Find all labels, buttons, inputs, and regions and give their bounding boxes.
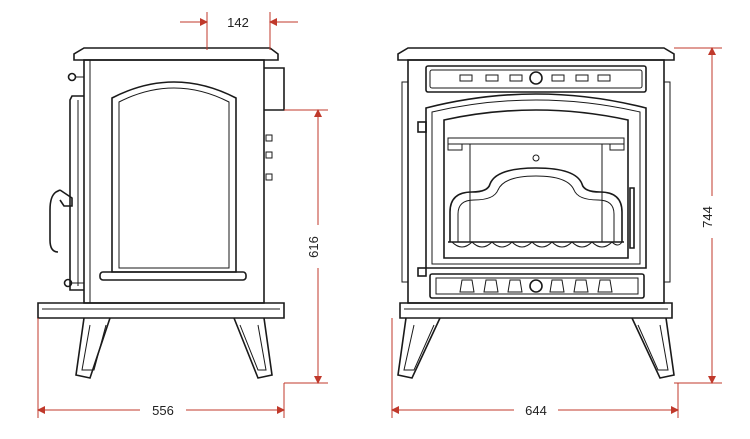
side-door-edge: [69, 95, 84, 291]
side-top-lid: [73, 47, 279, 61]
front-body: [407, 59, 665, 304]
front-door-handle: [629, 187, 635, 249]
front-glass: [443, 109, 629, 259]
dim-side-width-label: 556: [152, 403, 174, 418]
front-door: [425, 93, 647, 269]
front-grate-arch: [449, 167, 623, 242]
side-rear-box: [264, 67, 285, 111]
front-leg-right: [631, 317, 675, 379]
side-body: [83, 59, 265, 304]
ash-pan-vents: [459, 279, 613, 293]
ash-pan-control-icon: [529, 279, 543, 293]
side-hinge-top: [67, 72, 77, 82]
top-air-control-icon: [529, 71, 543, 85]
dimension-lines: 142 616 556 644 744: [37, 12, 722, 418]
dim-side-height-label: 616: [306, 236, 321, 258]
dim-top-offset-label: 142: [227, 15, 249, 30]
dim-front-width-label: 644: [525, 403, 547, 418]
dim-front-height-label: 744: [700, 206, 715, 228]
front-top-lid: [397, 47, 675, 61]
side-leg-front: [75, 317, 111, 379]
side-view: [37, 47, 285, 379]
front-hinge-top: [417, 121, 427, 133]
side-leg-rear: [233, 317, 273, 379]
side-arched-panel: [111, 81, 237, 273]
front-ash-pan: [429, 273, 645, 299]
side-plinth: [37, 302, 285, 319]
front-view: [397, 47, 675, 379]
front-plinth: [399, 302, 673, 319]
side-panel-base: [99, 271, 247, 281]
front-hinge-bottom: [417, 267, 427, 277]
side-door-handle: [49, 189, 61, 253]
front-leg-left: [397, 317, 441, 379]
front-top-plate: [425, 65, 647, 93]
